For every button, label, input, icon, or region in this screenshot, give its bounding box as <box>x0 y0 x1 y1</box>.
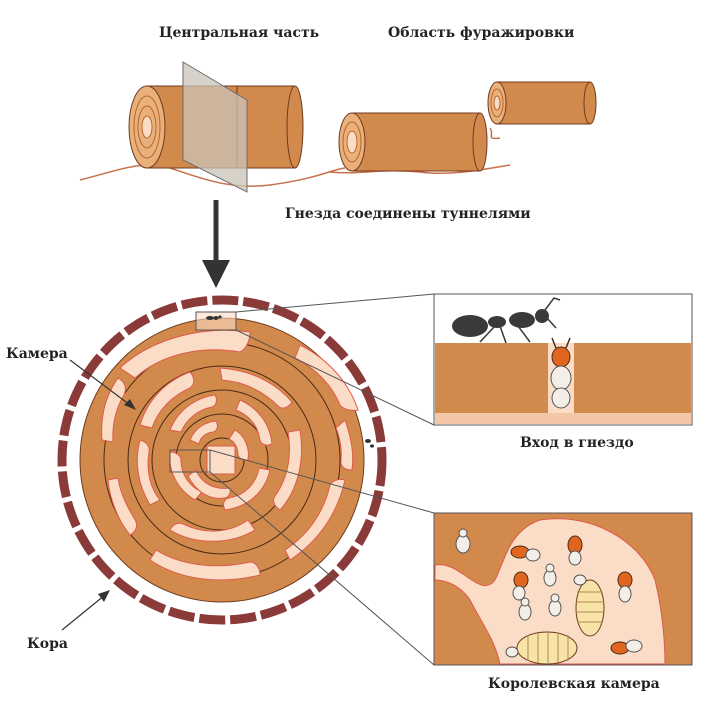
cut-plane <box>182 61 248 193</box>
nest-entrance-inset <box>433 293 693 426</box>
entrance-highlight-box <box>195 311 237 331</box>
ant-icon <box>452 297 561 344</box>
worker-termite-icon <box>548 593 562 617</box>
queen-termite-icon <box>505 631 578 665</box>
chamber-label: Камера <box>6 346 68 362</box>
worker-termite-icon <box>455 528 471 554</box>
worker-termite-icon <box>543 563 557 587</box>
log-middle <box>329 112 511 175</box>
soldier-termite-icon <box>610 639 643 655</box>
royal-chamber-inset <box>433 512 693 666</box>
royal-highlight-box <box>169 449 211 473</box>
tiny-ant-icon <box>206 315 222 320</box>
nest-entrance-label: Вход в гнездо <box>520 435 634 451</box>
soldier-termite-icon <box>512 571 529 601</box>
central-part-label: Центральная часть <box>159 25 319 41</box>
inset-connectors <box>209 293 435 666</box>
soldier-termite-icon <box>567 535 583 566</box>
worker-termite-icon <box>518 597 532 621</box>
soldier-termite-icon <box>510 545 541 562</box>
trunk-cross-section <box>57 295 387 625</box>
royal-chamber-label: Королевская камера <box>488 676 660 692</box>
bark-ant-icon <box>365 439 374 448</box>
bark-label: Кора <box>27 636 68 652</box>
log-small <box>487 81 597 140</box>
bark-pointer <box>61 590 110 631</box>
tunnels-label: Гнезда соединены туннелями <box>285 206 531 222</box>
soldier-termite-icon <box>617 571 633 603</box>
down-arrow <box>202 200 230 288</box>
log-central <box>79 61 346 193</box>
foraging-area-label: Область фуражировки <box>388 25 574 41</box>
king-termite-icon <box>573 574 605 637</box>
soldier-termite-icon <box>550 337 572 409</box>
chamber-pointer <box>69 359 136 410</box>
